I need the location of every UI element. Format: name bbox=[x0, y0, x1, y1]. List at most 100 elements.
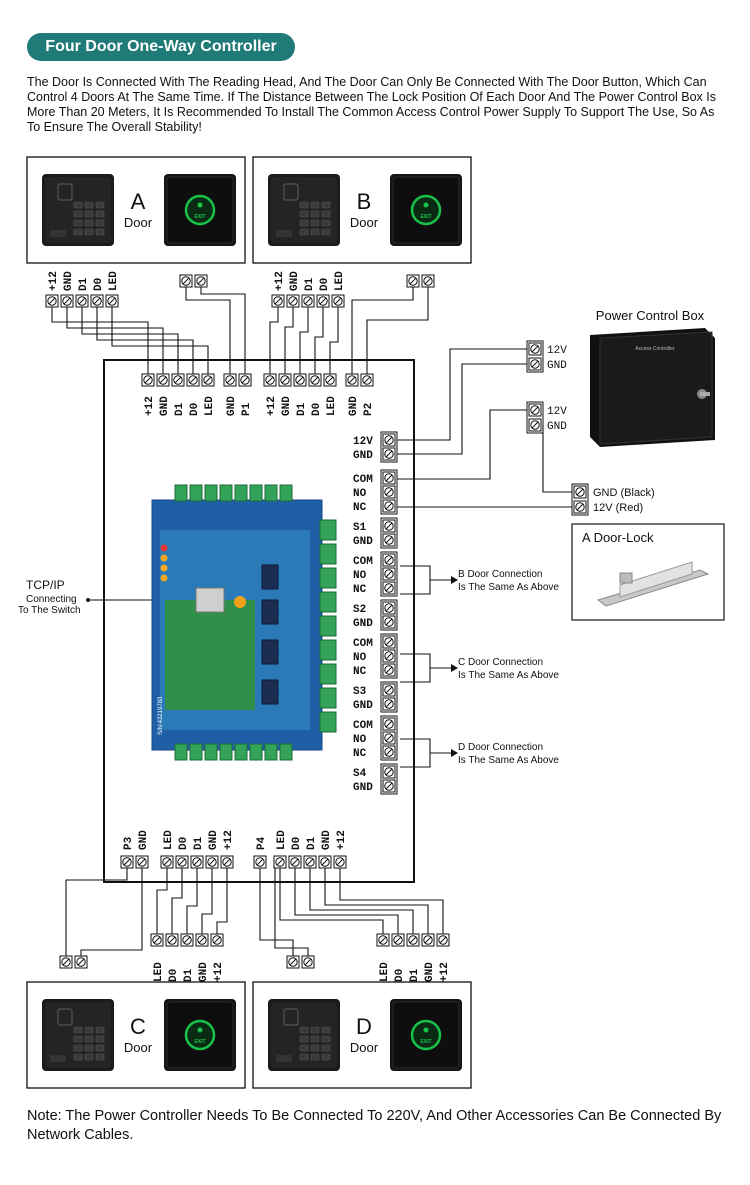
controller-terminal-screw bbox=[382, 519, 396, 533]
power-terminal-screw bbox=[528, 418, 542, 432]
reader-pin-label: LED bbox=[108, 271, 120, 291]
reader-pin-label: D1 bbox=[78, 277, 90, 291]
door-lock-title: A Door-Lock bbox=[582, 530, 654, 545]
controller-pin-label: COM bbox=[353, 720, 373, 732]
reader-terminal-screw bbox=[406, 933, 420, 947]
wire bbox=[80, 868, 143, 956]
note-text: Note: The Power Controller Needs To Be C… bbox=[27, 1108, 722, 1143]
wire bbox=[279, 868, 384, 934]
reader-pin-label: D0 bbox=[394, 969, 406, 982]
reader-terminal-screw bbox=[376, 933, 390, 947]
card-reader-icon bbox=[267, 998, 341, 1072]
controller-terminal-screw bbox=[308, 373, 322, 387]
exit-button-icon bbox=[388, 172, 464, 248]
controller-terminal-screw bbox=[238, 373, 252, 387]
lock-terminal-screw bbox=[573, 500, 587, 514]
controller-pin-label: GND bbox=[353, 782, 373, 794]
reader-pin-label: D1 bbox=[183, 968, 195, 982]
controller-terminal-screw bbox=[160, 855, 174, 869]
door-panel-b bbox=[252, 156, 472, 264]
controller-terminal-screw bbox=[253, 855, 267, 869]
controller-pin-label: GND bbox=[353, 700, 373, 712]
controller-terminal-screw bbox=[175, 855, 189, 869]
controller-terminal-screw bbox=[382, 447, 396, 461]
connection-note: B Door Connection bbox=[458, 569, 543, 580]
wire bbox=[269, 307, 279, 374]
tcp-label: To The Switch bbox=[18, 605, 81, 616]
controller-terminal-screw bbox=[333, 855, 347, 869]
tcp-label: TCP/IP bbox=[26, 578, 65, 592]
connection-note: Is The Same As Above bbox=[458, 670, 559, 681]
door-panel-c bbox=[26, 981, 246, 1089]
controller-terminal-screw bbox=[205, 855, 219, 869]
controller-pin-label: LED bbox=[276, 830, 288, 850]
reader-pin-label: LED bbox=[334, 271, 346, 291]
exit-button-icon bbox=[162, 172, 238, 248]
wire bbox=[397, 409, 527, 480]
wire bbox=[284, 307, 294, 374]
wire bbox=[314, 307, 324, 374]
power-pin-label: GND bbox=[547, 421, 567, 433]
controller-terminal-screw bbox=[382, 567, 396, 581]
controller-pin-label: D1 bbox=[174, 402, 186, 416]
wire bbox=[201, 868, 213, 934]
door-lock-panel bbox=[571, 523, 725, 621]
controller-pin-label: S4 bbox=[353, 768, 367, 780]
controller-pin-label: GND bbox=[281, 396, 293, 416]
power-terminal-screw bbox=[528, 403, 542, 417]
controller-terminal-screw bbox=[190, 855, 204, 869]
wire bbox=[274, 868, 309, 956]
wire bbox=[366, 287, 429, 374]
controller-pin-label: D0 bbox=[291, 837, 303, 850]
controller-pin-label: P3 bbox=[123, 836, 135, 850]
controller-terminal-screw bbox=[223, 373, 237, 387]
controller-terminal-screw bbox=[382, 649, 396, 663]
controller-pin-label: GND bbox=[138, 830, 150, 850]
controller-pin-label: COM bbox=[353, 474, 373, 486]
controller-terminal-screw bbox=[382, 471, 396, 485]
reader-terminal-screw bbox=[391, 933, 405, 947]
button-terminal-screw bbox=[59, 955, 73, 969]
controller-terminal-screw bbox=[141, 373, 155, 387]
door-panel-a bbox=[26, 156, 246, 264]
lock-terminal-screw bbox=[573, 485, 587, 499]
board-serial: S/N:43219783 bbox=[158, 696, 164, 735]
controller-pin-label: D1 bbox=[193, 836, 205, 850]
reader-pin-label: D1 bbox=[409, 968, 421, 982]
controller-pin-label: NO bbox=[353, 652, 367, 664]
panel-text: Access Controller bbox=[635, 346, 675, 352]
controller-terminal-screw bbox=[288, 855, 302, 869]
controller-terminal-screw bbox=[323, 373, 337, 387]
controller-board bbox=[151, 484, 337, 761]
controller-pin-label: NC bbox=[353, 666, 367, 678]
controller-pin-label: D0 bbox=[189, 403, 201, 416]
reader-terminal-screw bbox=[165, 933, 179, 947]
intro-text: The Door Is Connected With The Reading H… bbox=[27, 75, 717, 134]
reader-terminal-screw bbox=[316, 294, 330, 308]
reader-terminal-screw bbox=[105, 294, 119, 308]
connection-note: Is The Same As Above bbox=[458, 755, 559, 766]
controller-pin-label: NO bbox=[353, 734, 367, 746]
controller-terminal-screw bbox=[382, 663, 396, 677]
wire bbox=[324, 868, 429, 934]
wire bbox=[351, 287, 414, 374]
controller-terminal-screw bbox=[382, 731, 396, 745]
exit-button-icon bbox=[162, 997, 238, 1073]
wire bbox=[397, 363, 527, 455]
controller-terminal-screw bbox=[273, 855, 287, 869]
card-reader-icon bbox=[267, 173, 341, 247]
power-pin-label: GND bbox=[547, 360, 567, 372]
controller-terminal-screw bbox=[201, 373, 215, 387]
power-pin-label: 12V bbox=[547, 406, 567, 418]
reader-terminal-screw bbox=[90, 294, 104, 308]
controller-pin-label: P1 bbox=[241, 402, 253, 416]
door-label: Door bbox=[350, 1040, 379, 1055]
button-terminal-screw bbox=[421, 274, 435, 288]
controller-terminal-screw bbox=[220, 855, 234, 869]
controller-terminal-screw bbox=[382, 615, 396, 629]
controller-pin-label: 12V bbox=[353, 436, 373, 448]
button-terminal-screw bbox=[179, 274, 193, 288]
door-label: Door bbox=[124, 1040, 153, 1055]
reader-pin-label: GND bbox=[424, 962, 436, 982]
